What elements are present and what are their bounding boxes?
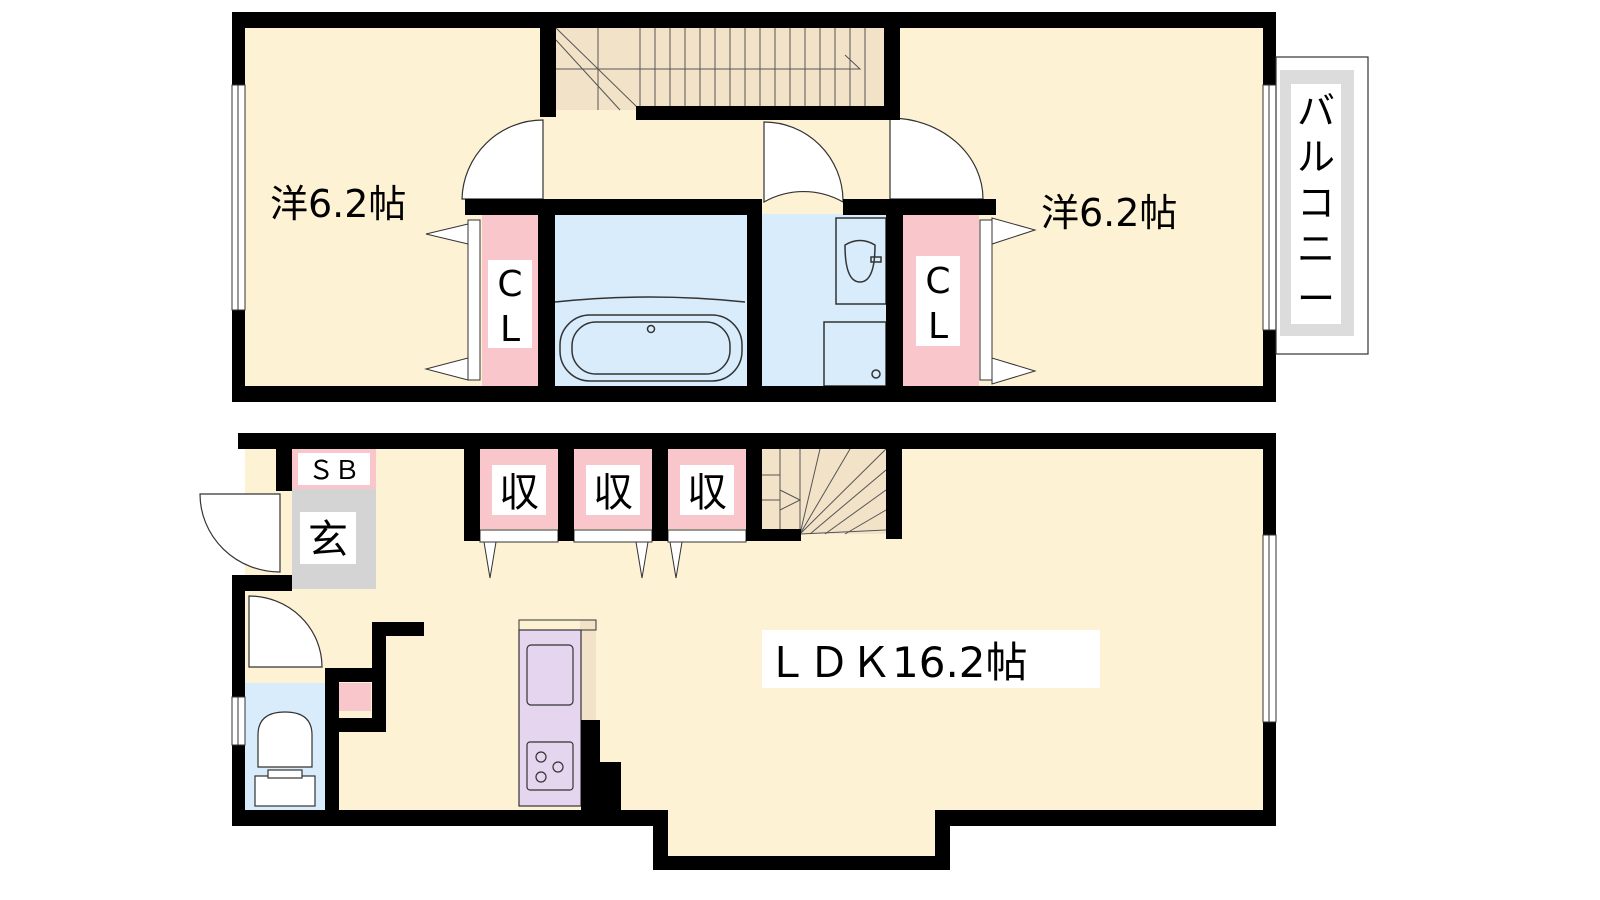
- ldk-area: [245, 449, 1265, 866]
- balcony-label-5: ー: [1297, 277, 1335, 321]
- balcony-label-4: ニ: [1297, 227, 1335, 271]
- balcony-label-3: コ: [1297, 181, 1335, 225]
- entrance-label: 玄: [308, 517, 348, 563]
- stove-icon: [526, 741, 574, 791]
- ldk-label: ＬＤＫ16.2帖: [766, 638, 1028, 687]
- storage-door-marks: [479, 529, 747, 579]
- balcony: [1275, 56, 1369, 355]
- toilet-icon: [254, 711, 316, 807]
- kitchen-counter: [518, 629, 582, 807]
- labels: 洋6.2帖 洋6.2帖 C L C L バ ル コ ニ ー ＬＤＫ16.2帖 Ｓ…: [269, 89, 1335, 688]
- closet-left-label-1: C: [497, 264, 522, 305]
- bathtub-icon: [554, 296, 746, 382]
- sink-icon: [526, 644, 574, 706]
- closet-door-marks: [424, 217, 1037, 385]
- balcony-label-2: ル: [1297, 135, 1335, 179]
- closet-right-label-1: C: [925, 261, 950, 302]
- stairs-icon: [555, 27, 884, 111]
- closet-left-label-2: L: [500, 309, 520, 350]
- windows-lower: [231, 534, 1277, 746]
- stairs-icon: [762, 448, 887, 535]
- lower-floor: [199, 433, 1277, 870]
- western-room-left-label: 洋6.2帖: [270, 182, 406, 226]
- kitchen-backsplash: [580, 620, 596, 720]
- balcony-label-1: バ: [1297, 89, 1335, 133]
- western-room-right-label: 洋6.2帖: [1041, 191, 1177, 235]
- door-swings-upper: [461, 117, 984, 204]
- shoe-box-label: ＳＢ: [308, 456, 360, 486]
- lower-walls: [232, 433, 1276, 870]
- closet-right-label-2: L: [928, 306, 948, 347]
- storage-label-2: 収: [593, 470, 633, 516]
- door-swings-lower: [199, 493, 323, 668]
- storage-label-3: 収: [687, 470, 727, 516]
- storage-label-1: 収: [499, 470, 539, 516]
- windows-upper: [231, 84, 1277, 331]
